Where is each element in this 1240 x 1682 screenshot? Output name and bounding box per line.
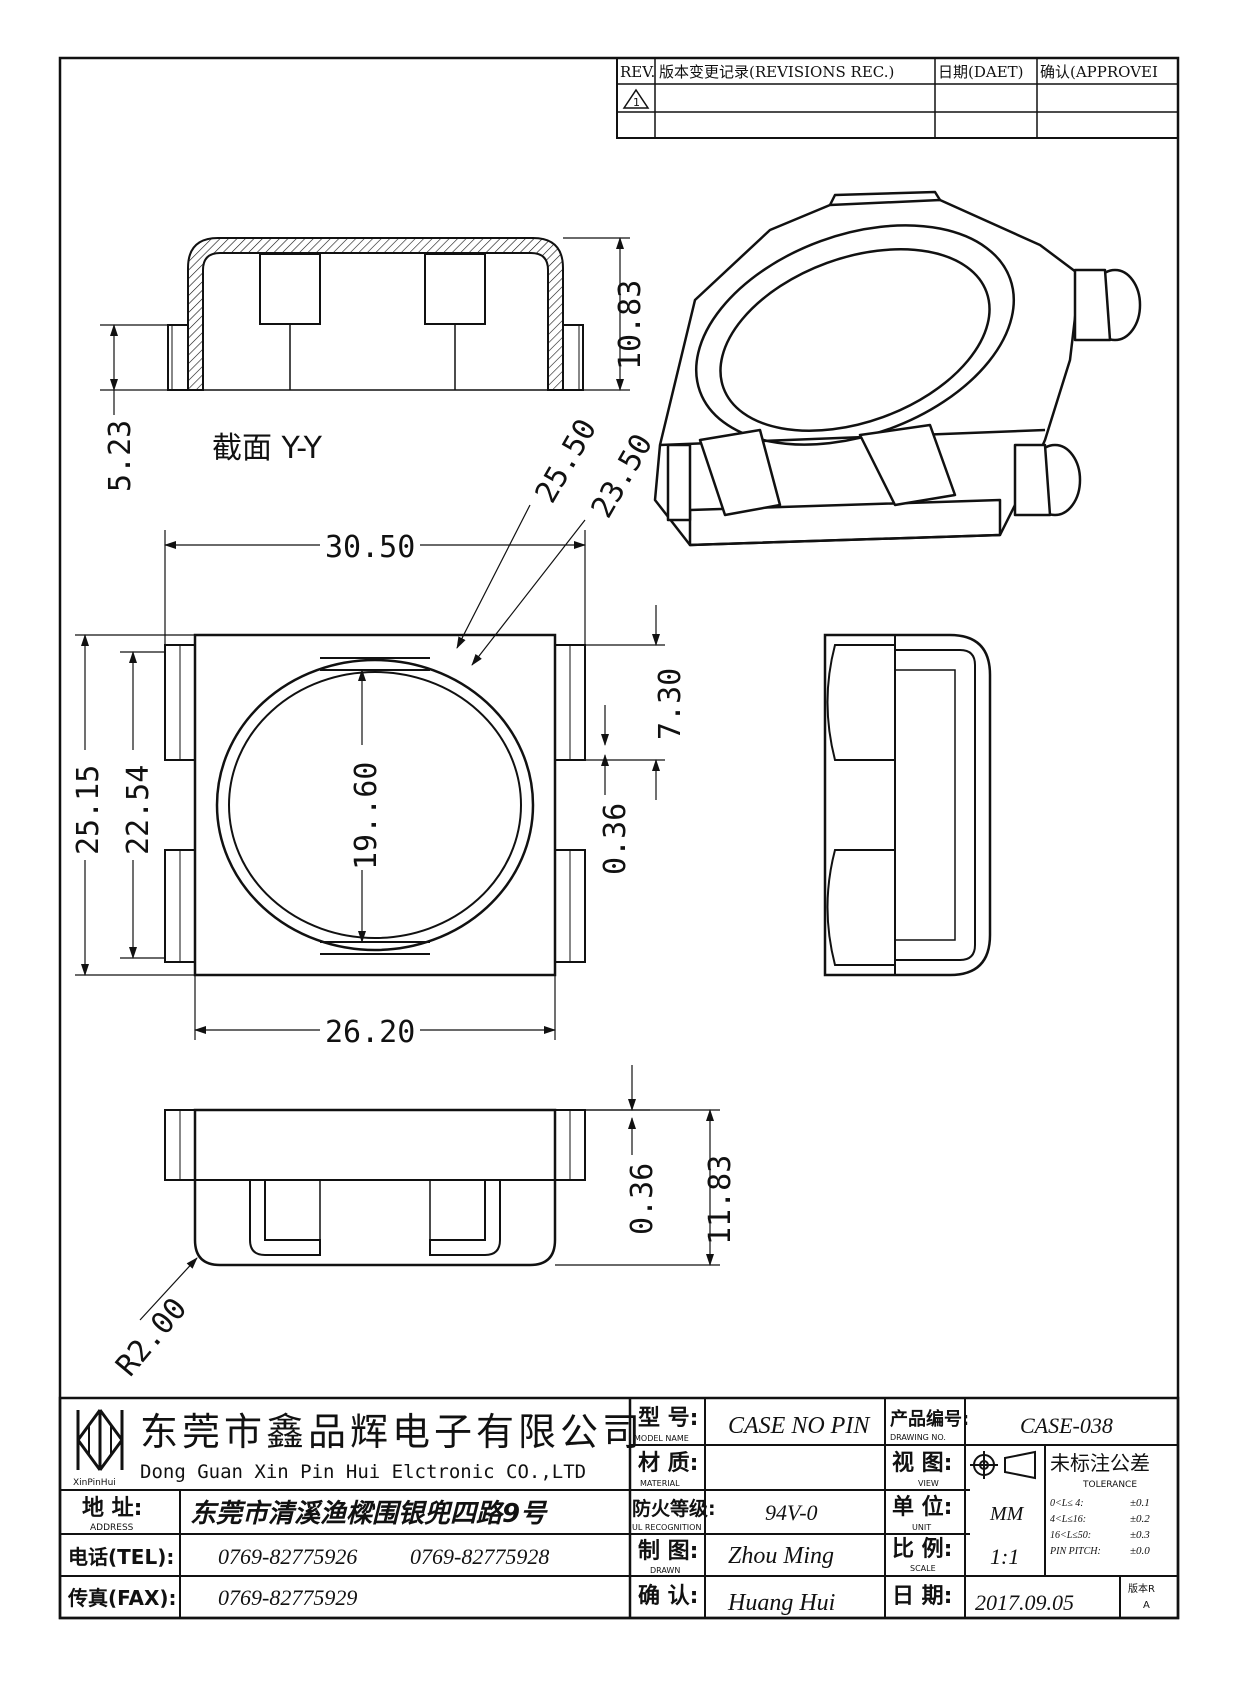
dim-22-54-label: 22.54 <box>121 765 156 855</box>
dim-19-60: 19..60 <box>345 669 384 943</box>
dim-r2-00-label: R2.00 <box>109 1291 194 1383</box>
revision-number: 1 <box>633 96 640 109</box>
revision-triangle-icon <box>622 88 650 109</box>
company-name-en: Dong Guan Xin Pin Hui Elctronic CO.,LTD <box>140 1461 586 1483</box>
tol-row1-range: 0<L≤ 4: <box>1050 1498 1084 1509</box>
view-label-en: VIEW <box>918 1479 939 1488</box>
dim-30-50: 30.50 <box>164 528 586 645</box>
side-view <box>823 633 992 977</box>
drawing-no-label-en: DRAWING NO. <box>890 1433 946 1442</box>
dim-25-50-leader: 25.50 <box>456 413 604 649</box>
date-value: 2017.09.05 <box>975 1590 1074 1615</box>
tel-value-1: 0769-82775926 <box>218 1544 357 1569</box>
drawing-no-label: 产品编号: <box>890 1408 969 1430</box>
dim-0-36-bottom: 0.36 <box>585 1065 660 1235</box>
company-name-cn: 东莞市鑫品辉电子有限公司 <box>140 1410 644 1454</box>
dim-0-36-top-label: 0.36 <box>598 803 633 875</box>
tel-value-2: 0769-82775928 <box>410 1544 549 1569</box>
scale-label: 比 例: <box>892 1537 952 1562</box>
scale-label-en: SCALE <box>910 1564 936 1573</box>
projection-symbol-icon <box>970 1450 1036 1480</box>
approve-header: 确认(APPROVEI <box>1040 63 1158 81</box>
address-label-en: ADDRESS <box>90 1523 134 1533</box>
ul-value: 94V-0 <box>765 1500 818 1525</box>
dim-11-83-label: 11.83 <box>703 1155 738 1245</box>
ul-label-en: UL RECOGNITION <box>632 1523 701 1532</box>
version-label: 版本R <box>1128 1582 1155 1595</box>
dim-7-30: 7.30 <box>585 605 688 800</box>
tol-row3-range: 16<L≤50: <box>1050 1530 1091 1541</box>
dim-26-20: 26.20 <box>194 975 556 1050</box>
tel-label: 电话(TEL): <box>68 1545 174 1569</box>
front-view <box>164 1108 586 1267</box>
tol-row2-val: ±0.2 <box>1130 1513 1150 1525</box>
tolerance-title: 未标注公差 <box>1050 1451 1150 1475</box>
dim-25-15-label: 25.15 <box>71 765 106 855</box>
dim-5-23: 5.23 <box>100 324 188 492</box>
version-value: A <box>1143 1600 1150 1611</box>
dim-30-50-label: 30.50 <box>325 530 415 565</box>
dim-0-36-bottom-label: 0.36 <box>625 1163 660 1235</box>
address-value: 东莞市清溪渔樑围银兜四路9号 <box>190 1499 548 1529</box>
dim-25-15: 25.15 <box>68 634 195 976</box>
drawn-label-en: DRAWN <box>650 1566 680 1575</box>
logo-caption: XinPinHui <box>73 1478 116 1488</box>
tol-row3-val: ±0.3 <box>1130 1529 1150 1541</box>
drawing-no-value: CASE-038 <box>1020 1413 1113 1438</box>
ul-label: 防火等级: <box>632 1497 716 1520</box>
fax-value: 0769-82775929 <box>218 1585 357 1610</box>
dim-19-60-label: 19..60 <box>349 762 384 870</box>
material-label: 材 质: <box>638 1451 698 1476</box>
dim-22-54: 22.54 <box>118 651 165 959</box>
section-view-yy <box>167 237 584 391</box>
isometric-view <box>653 190 1142 547</box>
revision-record-header: 版本变更记录(REVISIONS REC.) <box>659 63 894 81</box>
dim-0-36-top: 0.36 <box>598 705 633 875</box>
dim-7-30-label: 7.30 <box>653 668 688 740</box>
dim-26-20-label: 26.20 <box>325 1015 415 1050</box>
model-label: 型 号: <box>638 1406 698 1431</box>
drawn-label: 制 图: <box>638 1539 698 1564</box>
tol-row2-range: 4<L≤16: <box>1050 1514 1086 1525</box>
view-label: 视 图: <box>892 1450 952 1476</box>
fax-label: 传真(FAX): <box>67 1586 177 1610</box>
unit-label-en: UNIT <box>912 1523 931 1532</box>
date-header: 日期(DAET) <box>938 63 1024 81</box>
tolerance-title-en: TOLERANCE <box>1082 1480 1137 1490</box>
check-label: 确 认: <box>638 1583 698 1609</box>
model-label-en: MODEL NAME <box>634 1434 689 1443</box>
dim-11-83: 11.83 <box>555 1109 738 1266</box>
model-value: CASE NO PIN <box>728 1413 871 1439</box>
address-label: 地 址: <box>82 1496 142 1521</box>
tol-row4-val: ±0.0 <box>1130 1545 1150 1557</box>
drawn-value: Zhou Ming <box>728 1543 834 1569</box>
dim-5-23-label: 5.23 <box>103 420 138 492</box>
dim-10-83-label: 10.83 <box>613 280 648 370</box>
scale-value: 1:1 <box>990 1544 1019 1569</box>
section-label: 截面 Y-Y <box>212 431 323 466</box>
check-value: Huang Hui <box>727 1590 835 1616</box>
dim-10-83: 10.83 <box>563 237 648 391</box>
tol-row1-val: ±0.1 <box>1130 1497 1150 1509</box>
tol-row4-range: PIN PITCH: <box>1049 1546 1101 1557</box>
date-label: 日 期: <box>892 1584 952 1609</box>
material-label-en: MATERIAL <box>640 1479 680 1488</box>
company-logo <box>76 1409 124 1471</box>
unit-label: 单 位: <box>892 1494 952 1520</box>
rev-header: REV. <box>620 63 655 81</box>
unit-value: MM <box>989 1503 1025 1525</box>
title-block: XinPinHui 东莞市鑫品辉电子有限公司 Dong Guan Xin Pin… <box>58 1396 1180 1620</box>
revision-table: REV. 版本变更记录(REVISIONS REC.) 日期(DAET) 确认(… <box>616 57 1179 139</box>
dim-r2-00: R2.00 <box>109 1257 198 1383</box>
